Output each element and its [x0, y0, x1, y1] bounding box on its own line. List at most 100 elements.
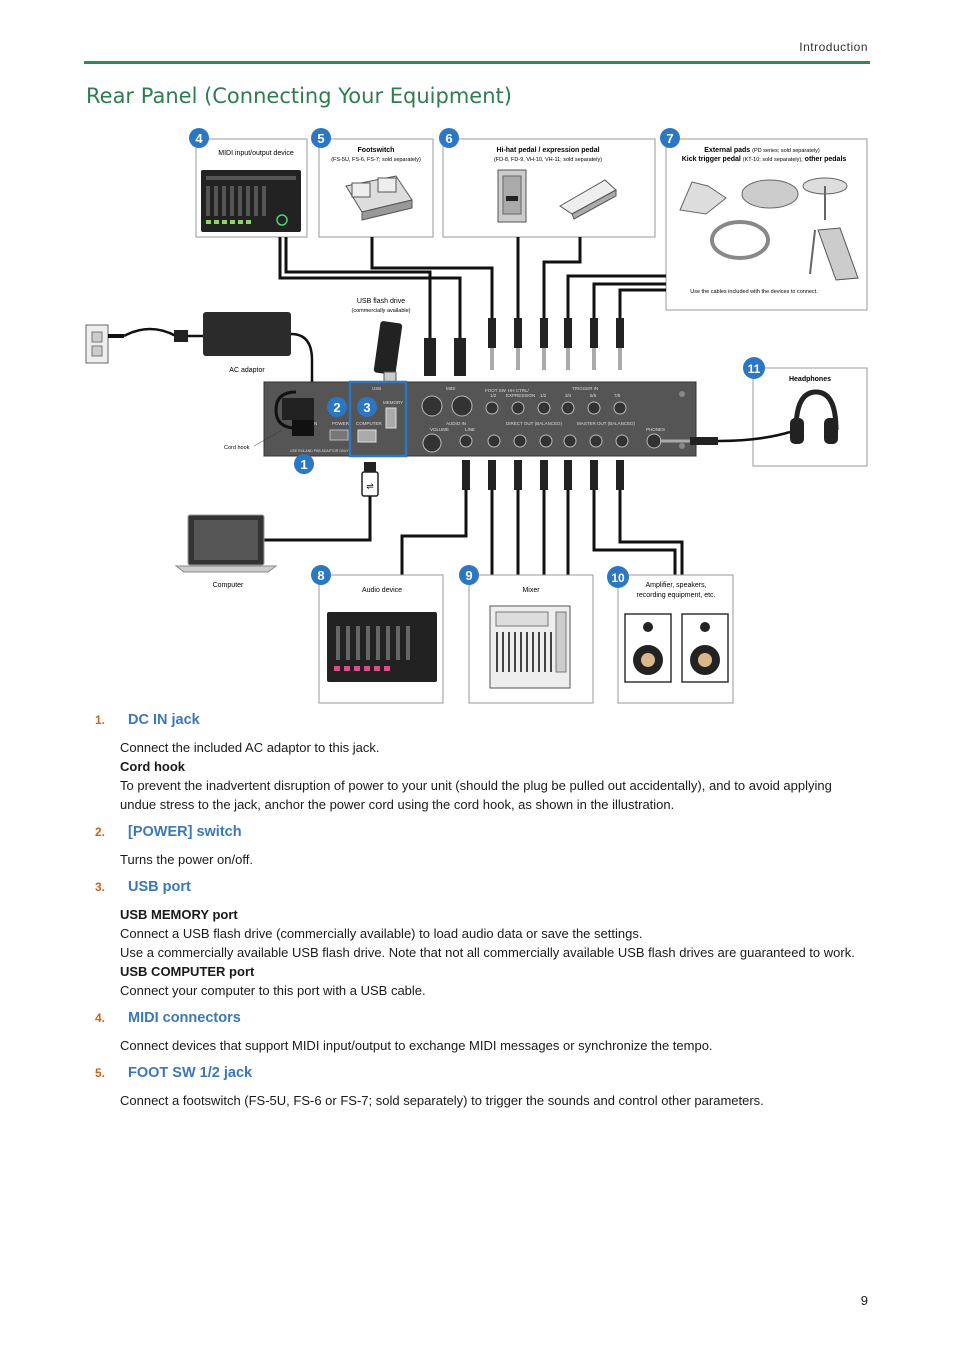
svg-text:1: 1	[300, 457, 307, 472]
header-rule	[84, 61, 870, 64]
svg-text:7: 7	[666, 131, 673, 146]
svg-text:9: 9	[465, 568, 472, 583]
external-pads-label: External pads	[704, 147, 750, 154]
svg-text:11: 11	[748, 362, 761, 376]
footswitch-label: Footswitch	[358, 147, 395, 154]
computer-label: Computer	[213, 582, 244, 589]
rear-panel	[263, 381, 697, 457]
item-title: MIDI connectors	[128, 1010, 241, 1026]
badge-11: 11	[743, 357, 765, 379]
cord-hook-label: Cord hook	[224, 445, 250, 451]
item-text: Connect the included AC adaptor to this …	[120, 740, 380, 755]
svg-text:7/8: 7/8	[614, 393, 621, 398]
item-number: 4.	[95, 1011, 106, 1025]
item-text: Use a commercially available USB flash d…	[120, 945, 855, 960]
svg-text:DIRECT OUT (BALANCED): DIRECT OUT (BALANCED)	[506, 421, 562, 426]
item-title: FOOT SW 1/2 jack	[128, 1065, 253, 1081]
pad-icons	[679, 177, 859, 281]
amplifier-label-2: recording equipment, etc.	[637, 592, 716, 599]
svg-text:MEMORY: MEMORY	[383, 400, 403, 405]
item-text: Turns the power on/off.	[120, 852, 253, 867]
usb-flash-label: USB flash drive	[357, 298, 405, 305]
svg-text:6: 6	[445, 131, 452, 146]
svg-text:5: 5	[317, 131, 324, 146]
svg-text:AUDIO IN: AUDIO IN	[446, 421, 466, 426]
svg-text:5/6: 5/6	[590, 393, 597, 398]
page-number: 9	[860, 1293, 868, 1308]
kick-trigger-note: (KT-10; sold separately),	[743, 157, 803, 163]
svg-text:VOLUME: VOLUME	[430, 427, 449, 432]
laptop-icon	[174, 514, 278, 573]
svg-text:2: 2	[333, 400, 340, 415]
audio-device-icon	[327, 612, 437, 682]
item-foot-sw: 5. FOOT SW 1/2 jack Connect a footswitch …	[95, 1065, 855, 1110]
svg-text:USE ROLAND PSB ADAPTOR ONLY: USE ROLAND PSB ADAPTOR ONLY	[290, 449, 349, 453]
audio-device-label: Audio device	[362, 587, 402, 594]
section-label: Introduction	[799, 40, 868, 54]
item-title: USB port	[128, 879, 191, 895]
svg-text:USB: USB	[372, 386, 381, 391]
svg-text:1/2: 1/2	[540, 393, 547, 398]
svg-text:EXPRESSION: EXPRESSION	[506, 393, 535, 398]
page-title: Rear Panel (Connecting Your Equipment)	[86, 84, 512, 108]
svg-text:1/2: 1/2	[490, 393, 497, 398]
item-power: 2. [POWER] switch Turns the power on/off.	[95, 824, 855, 869]
footswitch-note: (FS-5U, FS-6, FS-7; sold separately)	[331, 157, 421, 163]
item-subhead: USB COMPUTER port	[120, 964, 255, 979]
kick-trigger-label: Kick trigger pedal	[682, 156, 741, 163]
badge-1: 1	[294, 454, 314, 474]
svg-text:FOOT SW: FOOT SW	[485, 388, 507, 393]
badge-3: 3	[357, 397, 377, 417]
ac-adaptor-icon	[203, 312, 291, 356]
hihat-box	[442, 138, 656, 238]
hihat-note: (FD-8, FD-9, VH-10, VH-11; sold separate…	[494, 157, 602, 163]
hihat-label: Hi-hat pedal / expression pedal	[496, 147, 599, 154]
item-number: 3.	[95, 880, 106, 894]
svg-text:External pads (PD series; sold: External pads (PD series; sold separatel…	[704, 147, 820, 154]
item-dc-in: 1. DC IN jack Connect the included AC ada…	[95, 712, 855, 814]
item-number: 1.	[95, 713, 106, 727]
headphones-label: Headphones	[789, 376, 831, 383]
item-title: [POWER] switch	[128, 824, 242, 840]
svg-text:LINE: LINE	[465, 427, 475, 432]
item-number: 2.	[95, 825, 106, 839]
item-midi: 4.MIDI connectors Connect devices that s…	[95, 1010, 855, 1055]
item-number: 5.	[95, 1066, 106, 1080]
expression-pedal-icon	[497, 169, 527, 223]
svg-text:⇌: ⇌	[366, 482, 374, 492]
mixer-label: Mixer	[522, 587, 540, 594]
badge-8: 8	[311, 565, 331, 585]
item-title: DC IN jack	[128, 712, 200, 728]
external-pads-note: (PD series; sold separately)	[752, 148, 820, 154]
amplifier-label: Amplifier, speakers,	[645, 582, 706, 589]
speaker-icons	[624, 613, 729, 683]
badge-4: 4	[189, 128, 209, 148]
item-subhead: Cord hook	[120, 759, 185, 774]
svg-text:HH CTRL/: HH CTRL/	[508, 388, 530, 393]
svg-text:COMPUTER: COMPUTER	[356, 421, 383, 426]
item-text: Connect your computer to this port with …	[120, 983, 426, 998]
headphones-box	[752, 367, 868, 467]
item-usb: 3.USB port USB MEMORY port Connect a USB…	[95, 879, 855, 1000]
ac-adaptor-label: AC adaptor	[229, 367, 265, 374]
other-pedals-label: other pedals	[805, 156, 847, 163]
svg-text:MIDI: MIDI	[446, 386, 456, 391]
item-text: Connect a footswitch (FS-5U, FS-6 or FS-…	[120, 1093, 764, 1108]
item-list: 1. DC IN jack Connect the included AC ada…	[95, 712, 855, 1120]
external-pads-box	[665, 138, 868, 311]
item-text: To prevent the inadvertent disruption of…	[120, 778, 832, 812]
usb-flash-note: (commercially available)	[352, 308, 411, 314]
svg-text:8: 8	[317, 568, 324, 583]
badge-6: 6	[439, 128, 459, 148]
drum-machine-icon	[201, 170, 301, 232]
svg-text:MASTER OUT (BALANCED): MASTER OUT (BALANCED)	[577, 421, 635, 426]
item-subhead: USB MEMORY port	[120, 907, 238, 922]
footswitch-icon	[345, 175, 413, 221]
badge-9: 9	[459, 565, 479, 585]
svg-text:3: 3	[363, 400, 370, 415]
svg-text:10: 10	[611, 571, 625, 585]
cables-note: Use the cables included with the devices…	[690, 289, 818, 295]
badge-5: 5	[311, 128, 331, 148]
badge-10: 10	[607, 566, 629, 588]
badge-7: 7	[660, 128, 680, 148]
